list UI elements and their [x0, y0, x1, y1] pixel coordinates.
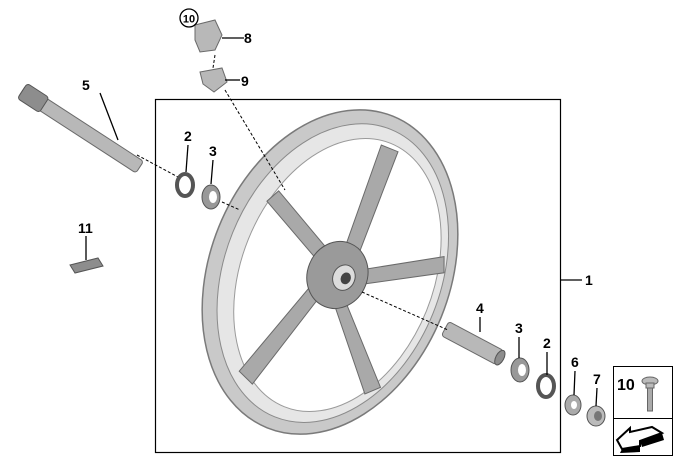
callout-9: 9 [241, 73, 249, 89]
callout-7: 7 [593, 371, 601, 387]
valve [199, 67, 228, 93]
callout-2-left: 2 [184, 128, 192, 144]
callout-10-circled: 10 [183, 14, 195, 26]
callout-4: 4 [476, 300, 484, 316]
leader-lines [85, 37, 598, 407]
axle [18, 84, 143, 173]
callout-3-right: 3 [515, 320, 523, 336]
inset-box: 10 [613, 366, 673, 456]
seal-right [536, 373, 556, 399]
callout-8: 8 [244, 30, 252, 46]
arrow-shadow [620, 433, 664, 453]
sensor-bracket [194, 19, 223, 53]
seal-left [175, 172, 195, 198]
screw-icon [641, 376, 659, 412]
spacer [441, 322, 506, 366]
callout-1: 1 [585, 272, 593, 288]
callout-3-left: 3 [209, 143, 217, 159]
callout-11: 11 [78, 220, 93, 236]
assembly-frame [154, 98, 562, 454]
inset-screw-label: 10 [617, 377, 635, 394]
wheel-spokes [238, 144, 445, 395]
screw-ref-circle [179, 8, 199, 28]
balance-weight [69, 257, 104, 274]
callout-5: 5 [82, 77, 90, 93]
callout-6: 6 [571, 354, 579, 370]
callout-2-right: 2 [543, 335, 551, 351]
wheel [201, 109, 459, 435]
